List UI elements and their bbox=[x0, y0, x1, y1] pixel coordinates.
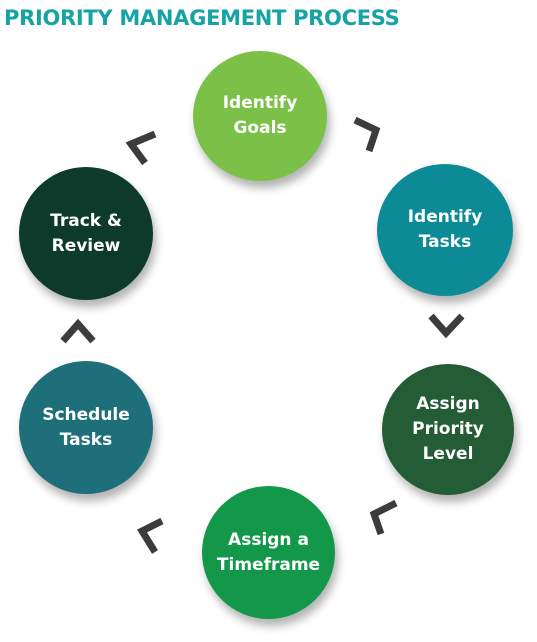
arrow-priority-to-timeframe bbox=[369, 499, 398, 536]
step-identify-tasks: Identify Tasks bbox=[377, 164, 513, 296]
step-label: Identify Goals bbox=[222, 93, 298, 138]
step-schedule-tasks: Schedule Tasks bbox=[19, 361, 153, 494]
step-label: Identify Tasks bbox=[407, 207, 483, 252]
step-label: Track & Review bbox=[50, 210, 122, 256]
arrow-review-to-goals bbox=[125, 130, 157, 166]
diagram-title: PRIORITY MANAGEMENT PROCESS bbox=[4, 6, 400, 30]
step-assign-timeframe: Assign a Timeframe bbox=[202, 486, 335, 619]
step-identify-goals: Identify Goals bbox=[193, 51, 327, 181]
arrow-timeframe-to-schedule bbox=[137, 517, 164, 554]
step-track-review: Track & Review bbox=[19, 167, 153, 300]
step-assign-priority-level: Assign Priority Level bbox=[382, 364, 514, 495]
arrow-tasks-to-priority bbox=[428, 313, 465, 339]
step-label: Assign a Timeframe bbox=[216, 529, 321, 575]
step-label: Assign Priority Level bbox=[412, 394, 484, 464]
arrow-goals-to-tasks bbox=[353, 116, 381, 153]
step-label: Schedule Tasks bbox=[42, 404, 130, 450]
arrow-schedule-to-review bbox=[60, 318, 96, 344]
